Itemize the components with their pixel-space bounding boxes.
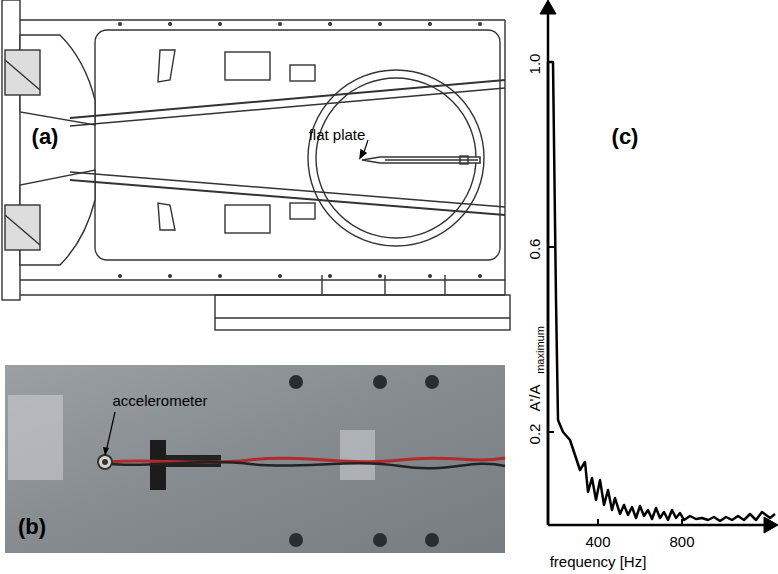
- tick-label: 400: [585, 534, 610, 549]
- axis-subscript: maximum: [535, 326, 546, 374]
- panel-label: (a): [32, 126, 59, 148]
- part-label: flat plate: [309, 127, 366, 142]
- spectrum-chart: [540, 0, 778, 533]
- tick-label: 1.0: [527, 54, 542, 75]
- panel-label: (c): [612, 126, 639, 148]
- axis-title: A'/A: [527, 384, 542, 411]
- panel-label: (b): [18, 516, 46, 538]
- axis-title: frequency [Hz]: [550, 554, 647, 569]
- tick-label: 0.6: [527, 239, 542, 260]
- plate-photo: [5, 365, 505, 553]
- tunnel-drawing: [2, 0, 510, 330]
- tick-label: 0.2: [527, 424, 542, 445]
- tick-label: 800: [669, 534, 694, 549]
- part-label: accelerometer: [112, 393, 207, 408]
